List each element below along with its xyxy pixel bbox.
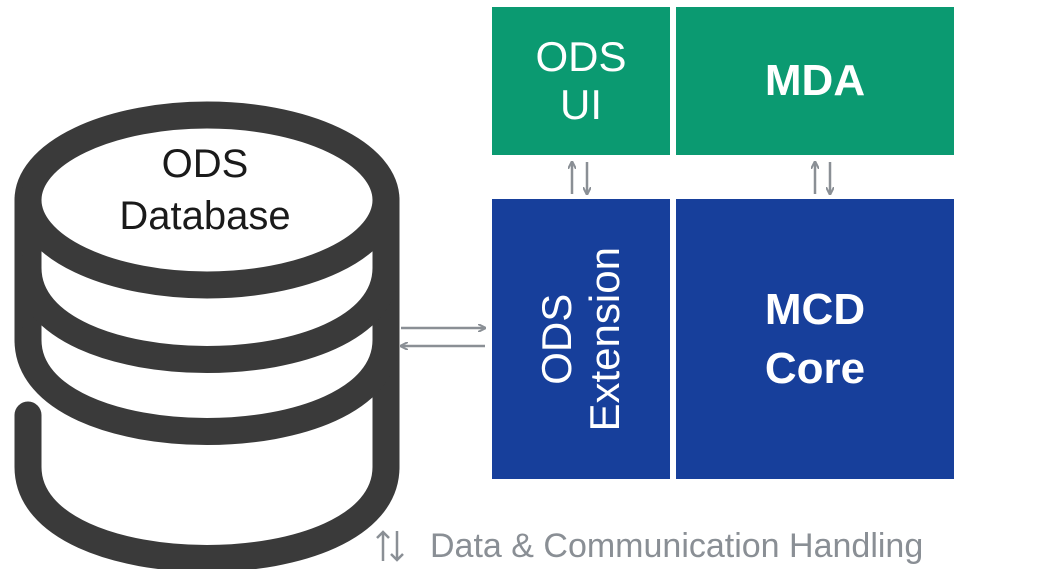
- database-extension-arrow-icon: [401, 328, 485, 346]
- database-label-line2: Database: [119, 194, 291, 238]
- legend: Data & Communication Handling: [372, 528, 923, 564]
- mcd-core-label-line1: MCD: [764, 284, 866, 334]
- bidirectional-arrow-icon: [376, 530, 404, 562]
- ods-ui-label-line1: ODS: [535, 32, 627, 80]
- ods-ui-label-line2: UI: [559, 81, 602, 128]
- database-label-line1: ODS: [161, 142, 249, 186]
- mda-box: MDA: [676, 7, 954, 155]
- legend-text: Data & Communication Handling: [430, 527, 924, 565]
- mcd-core-label-line2: Core: [764, 344, 866, 393]
- ods-ui-box: ODS UI: [492, 7, 670, 155]
- database-label: ODS Database: [60, 138, 350, 242]
- ods-ui-extension-arrow-icon: [572, 162, 587, 194]
- mcd-core-box: MCD Core: [676, 199, 954, 479]
- ods-extension-box: ODS Extension: [492, 199, 670, 479]
- mda-label: MDA: [764, 56, 866, 106]
- mda-mcd-arrow-icon: [815, 162, 830, 194]
